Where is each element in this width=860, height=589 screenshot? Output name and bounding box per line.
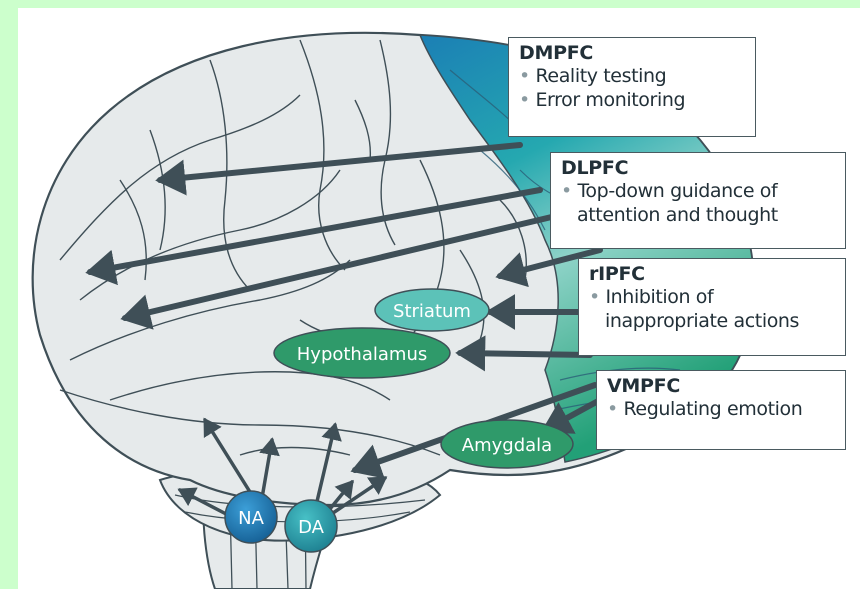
callout-rlpfc: rIPFC • Inhibition of inappropriate acti… — [578, 258, 846, 356]
callout-dmpfc: DMPFC • Reality testing • Error monitori… — [508, 37, 756, 137]
dlpfc-title: DLPFC — [561, 157, 837, 179]
rlpfc-item-1-cont: inappropriate actions — [605, 310, 799, 332]
rlpfc-item-1: Inhibition of — [605, 286, 713, 308]
callout-dlpfc: DLPFC • Top-down guidance of attention a… — [550, 152, 846, 249]
rlpfc-title: rIPFC — [589, 263, 837, 285]
dmpfc-item-2: Error monitoring — [535, 89, 685, 111]
amygdala-label: Amygdala — [462, 435, 552, 456]
dlpfc-item-1-cont: attention and thought — [577, 204, 778, 226]
vmpfc-title: VMPFC — [607, 375, 837, 397]
da-label: DA — [298, 517, 325, 538]
arrow-rlpfc-hypothalamus — [460, 353, 590, 355]
callout-vmpfc: VMPFC • Regulating emotion — [596, 370, 846, 450]
dmpfc-item-1: Reality testing — [535, 65, 666, 87]
vmpfc-item-1: Regulating emotion — [623, 398, 802, 420]
hypothalamus-label: Hypothalamus — [297, 344, 427, 365]
striatum-label: Striatum — [393, 301, 471, 322]
na-label: NA — [238, 508, 264, 529]
dlpfc-item-1: Top-down guidance of — [577, 180, 777, 202]
dmpfc-title: DMPFC — [519, 42, 747, 64]
